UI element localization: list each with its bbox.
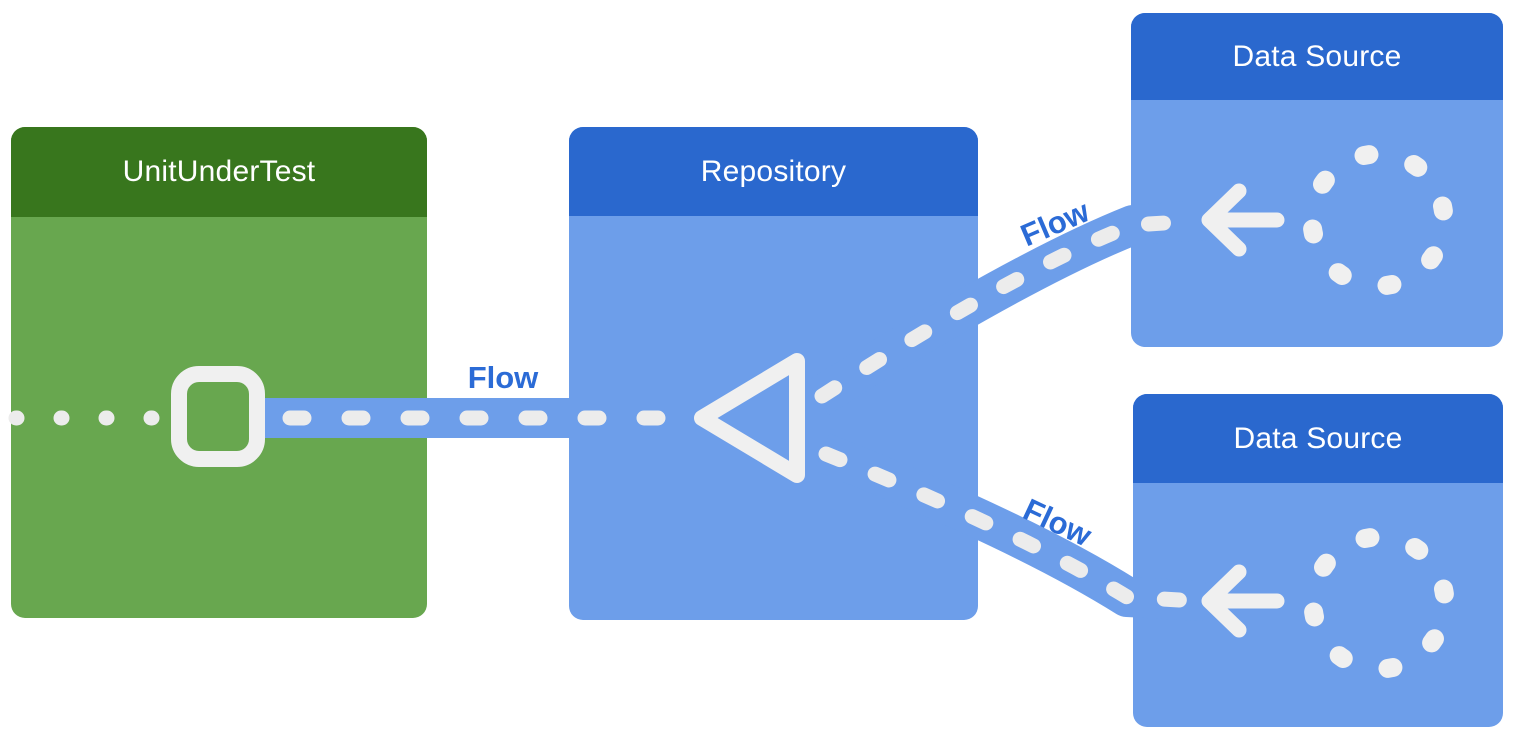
flow-label-bottom: Flow <box>1018 492 1098 554</box>
flow-label-top: Flow <box>1016 193 1095 253</box>
node-repository-title: Repository <box>700 154 847 188</box>
node-data-source-top-title: Data Source <box>1232 39 1402 73</box>
node-data-source-bottom-body <box>1133 483 1503 727</box>
node-data-source-top-header: Data Source <box>1131 13 1503 100</box>
node-unit-under-test-body <box>11 217 427 618</box>
node-repository-header: Repository <box>569 127 978 216</box>
node-repository: Repository <box>569 127 978 620</box>
node-unit-under-test-title: UnitUnderTest <box>122 155 316 188</box>
node-unit-under-test: UnitUnderTest <box>11 127 427 618</box>
node-unit-under-test-header: UnitUnderTest <box>11 127 427 217</box>
node-data-source-bottom-title: Data Source <box>1233 421 1403 455</box>
node-data-source-top-body <box>1131 100 1503 347</box>
node-repository-body <box>569 216 978 620</box>
node-data-source-top: Data Source <box>1131 13 1503 347</box>
node-data-source-bottom: Data Source <box>1133 394 1503 727</box>
flow-label-left: Flow <box>468 360 539 395</box>
node-data-source-bottom-header: Data Source <box>1133 394 1503 483</box>
